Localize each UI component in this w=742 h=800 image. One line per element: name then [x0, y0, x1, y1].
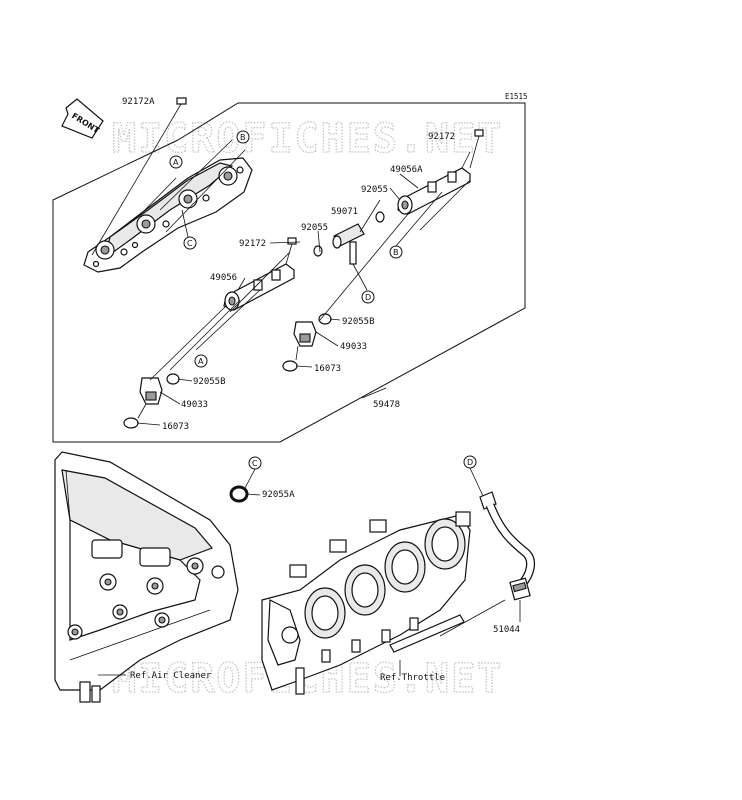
fuel-hose-51044: [469, 467, 536, 622]
injector-right: [282, 313, 332, 372]
guide-lines: [136, 139, 471, 426]
bolt-92172-right: [469, 129, 484, 169]
o-ring-92055-a: [375, 211, 385, 223]
callout-d-lower: D: [463, 455, 477, 469]
o-ring-92055-b: [313, 245, 323, 257]
label-92172-right: 92172: [428, 132, 455, 142]
diagram-code: E1515: [505, 92, 528, 101]
callout-a-lower: A: [194, 354, 208, 368]
t-joint-59071: [332, 223, 365, 265]
svg-text:B: B: [240, 133, 246, 142]
svg-text:A: A: [173, 158, 179, 167]
label-49033-left: 49033: [181, 400, 208, 410]
label-59478: 59478: [373, 400, 400, 410]
fuel-rail-right: [397, 151, 471, 215]
svg-text:D: D: [365, 293, 371, 302]
assembly-frame: [52, 102, 526, 443]
label-16073-right: 16073: [314, 364, 341, 374]
label-92055-a: 92055: [361, 185, 388, 195]
callout-d-upper: D: [361, 290, 375, 304]
label-49056: 49056: [210, 273, 237, 283]
injector-left: [123, 373, 180, 429]
o-ring-92055A: [229, 468, 261, 503]
label-92055B-right: 92055B: [342, 317, 375, 327]
label-92055B-left: 92055B: [193, 377, 226, 387]
label-92055A: 92055A: [262, 490, 295, 500]
svg-text:A: A: [198, 357, 204, 366]
callout-b-upper: B: [236, 130, 250, 144]
watermark-top: MICROFICHES.NET: [112, 116, 503, 162]
label-92055-b: 92055: [301, 223, 328, 233]
svg-text:C: C: [252, 459, 258, 468]
throttle-body-ref: [261, 511, 506, 695]
label-49056A: 49056A: [390, 165, 423, 175]
fuel-rail-left: [223, 263, 295, 311]
delivery-pipe-assembly: [83, 157, 253, 273]
callout-b-right: B: [389, 245, 403, 259]
cylinder-head-ref: [54, 451, 239, 703]
callout-a-upper: A: [169, 155, 183, 169]
svg-text:D: D: [467, 458, 473, 467]
svg-text:C: C: [187, 239, 193, 248]
bolt-92172A: [91, 97, 187, 256]
ref-air-cleaner: Ref.Air Cleaner: [130, 671, 212, 681]
label-51044: 51044: [493, 625, 520, 635]
ref-throttle: Ref.Throttle: [380, 673, 445, 683]
svg-text:B: B: [393, 248, 399, 257]
callout-c-upper: C: [183, 236, 197, 250]
label-59071: 59071: [331, 207, 358, 217]
bolt-92172-mid: [285, 237, 297, 265]
front-arrow-icon: FRONT: [61, 98, 104, 139]
label-92172A: 92172A: [122, 97, 155, 107]
label-16073-left: 16073: [162, 422, 189, 432]
callout-c-lower: C: [248, 456, 262, 470]
label-49033-right: 49033: [340, 342, 367, 352]
label-92172-mid: 92172: [239, 239, 266, 249]
